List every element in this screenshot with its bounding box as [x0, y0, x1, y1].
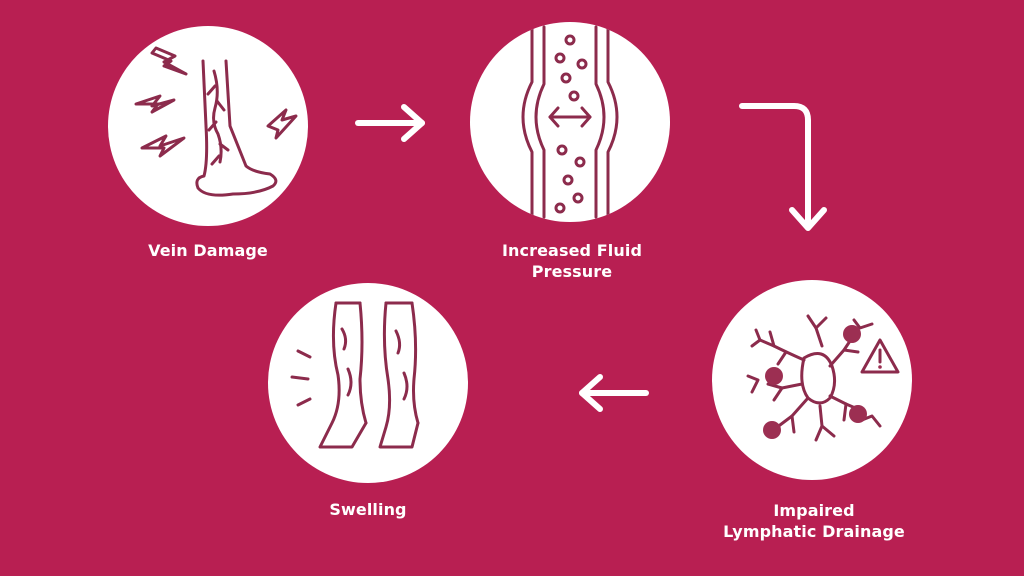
- leg-vein-damage-icon: [134, 46, 298, 197]
- stage-label-line: Impaired: [773, 501, 855, 520]
- lymphatic-network-warning-icon: [746, 314, 900, 442]
- stage-label-swelling: Swelling: [248, 499, 488, 520]
- stage-label-line: Increased Fluid: [501, 241, 642, 260]
- stage-circle-fluid-pressure: [470, 22, 670, 222]
- vessel-fluid-pressure-icon: [521, 25, 619, 219]
- stage-label-line: Lymphatic Drainage: [723, 522, 905, 541]
- stage-label-line: Pressure: [531, 262, 613, 281]
- stage-circle-lymphatic: [712, 280, 912, 480]
- swollen-legs-icon: [290, 301, 420, 449]
- arrow-down-elbow-icon: [739, 103, 827, 231]
- stage-label-lymphatic: Impaired Lymphatic Drainage: [694, 500, 934, 542]
- arrow-right-icon: [355, 104, 425, 142]
- stage-circle-swelling: [268, 283, 468, 483]
- stage-label-vein-damage: Vein Damage: [88, 240, 328, 261]
- arrow-left-icon: [579, 374, 649, 412]
- stage-label-fluid-pressure: Increased Fluid Pressure: [452, 240, 692, 282]
- stage-circle-vein-damage: [108, 26, 308, 226]
- stage-label-line: Vein Damage: [148, 241, 268, 260]
- stage-label-line: Swelling: [329, 500, 407, 519]
